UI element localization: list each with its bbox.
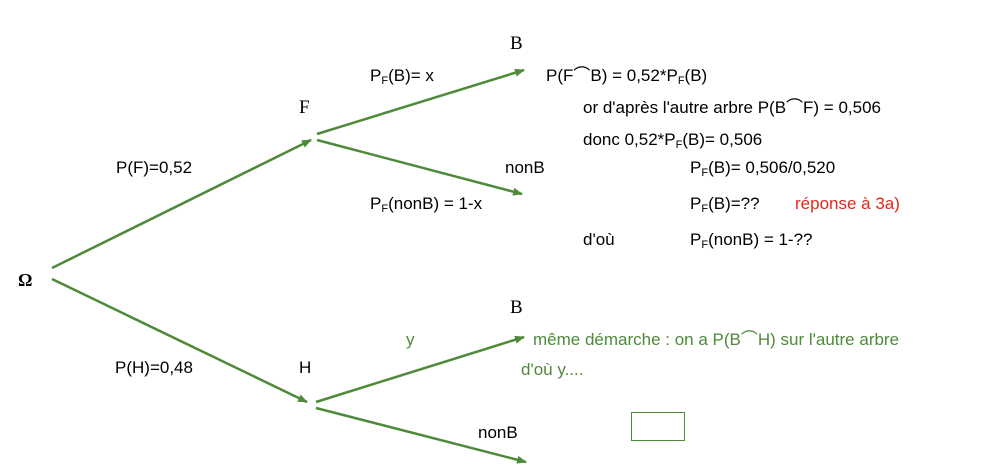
note-line-2: or d'après l'autre arbre P(B⌒F) = 0,506 [583,98,881,117]
edge-label-H-B: y [406,330,415,349]
note-line-6: PF(nonB) = 1-?? [690,230,813,251]
edge-label-F: P(F)=0,52 [116,158,193,177]
node-H: H [299,358,312,377]
branch-H-nonB [315,406,527,464]
branch-omega-H [51,277,308,404]
branch-F-B [316,68,525,136]
branch-H-B [315,335,525,404]
note-answer-ref: réponse à 3a) [795,194,900,213]
note-line-5: PF(B)=?? [690,194,760,215]
edge-label-F-nonB: PF(nonB) = 1-x [370,194,483,215]
edge-label-F-B: PF(B)= x [370,66,434,87]
node-omega: Ω [18,270,33,290]
note-green-2: d'où y.... [521,360,584,379]
branch-F-nonB [316,138,523,196]
note-line-3: donc 0,52*PF(B)= 0,506 [583,130,763,151]
note-line-6-label: d'où [583,230,615,249]
note-line-4: PF(B)= 0,506/0,520 [690,158,836,179]
node-nonB-lower: nonB [478,423,518,442]
node-F: F [299,97,310,118]
note-green-1: même démarche : on a P(B⌒H) sur l'autre … [533,330,900,349]
node-nonB-upper: nonB [505,158,545,177]
branch-omega-F [51,138,312,270]
note-line-1: P(F⌒B) = 0,52*PF(B) [546,66,708,87]
empty-green-box [631,412,685,441]
edge-label-H: P(H)=0,48 [115,358,193,377]
node-B-upper: B [510,33,523,54]
node-B-lower: B [510,297,523,318]
